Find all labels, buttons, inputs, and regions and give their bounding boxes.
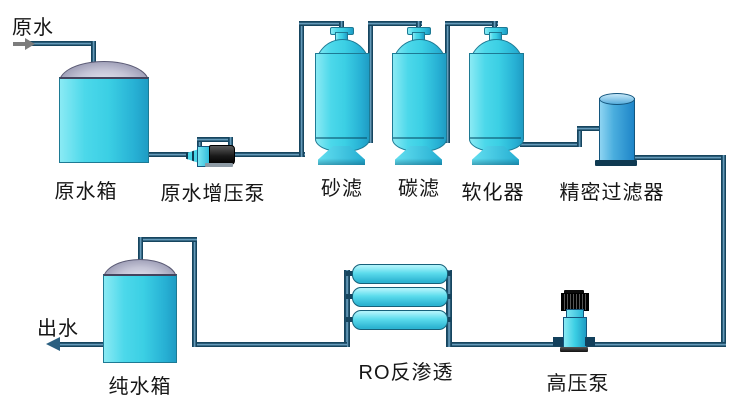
label-precision-filter: 精密过滤器 — [559, 182, 665, 204]
pipe-inlet-drop — [91, 41, 96, 69]
ro-stub-left-2 — [346, 294, 355, 299]
pipe-rawtank-outlet — [147, 152, 192, 157]
precision-filter-cap — [599, 93, 635, 105]
hp-pump-motor-cap — [564, 290, 584, 294]
vessel-seam — [316, 137, 367, 139]
pipe-outlet-line — [58, 342, 105, 347]
booster-pump — [186, 141, 235, 167]
pipe-riser-1 — [299, 21, 304, 157]
pipe-riser-2 — [368, 21, 373, 143]
pure-water-tank — [103, 259, 177, 363]
ro-membrane-1 — [352, 264, 448, 284]
booster-pump-snout — [186, 149, 199, 163]
label-softener: 软化器 — [461, 182, 525, 204]
vessel-shell — [315, 53, 370, 152]
vessel-seam — [470, 137, 521, 139]
high-pressure-pump — [553, 290, 595, 353]
pipe-right-downcomer — [721, 155, 726, 347]
pipe-cap-stub-2 — [416, 21, 421, 32]
pipe-riser-3 — [445, 21, 450, 143]
pipe-pump-discharge-up — [197, 137, 202, 151]
vessel-shell — [392, 53, 447, 152]
label-carbon-filter: 碳滤 — [398, 178, 440, 200]
precision-filter — [595, 93, 637, 166]
softener-vessel — [469, 27, 524, 166]
label-booster-pump: 原水增压泵 — [160, 183, 266, 205]
label-source: 原水 — [12, 17, 54, 39]
vessel-cone-base — [318, 146, 365, 165]
pipe-inlet-horizontal — [26, 41, 96, 46]
hp-pump-flange-left — [553, 337, 563, 346]
pipe-filter-inlet — [577, 126, 603, 131]
pipe-top-1 — [299, 21, 344, 26]
hp-pump-base — [560, 347, 588, 352]
pipe-run-to-riser — [228, 152, 305, 157]
pipe-product-top — [138, 237, 197, 242]
inlet-arrow-shaft — [13, 42, 26, 46]
label-outlet: 出水 — [37, 318, 79, 340]
carbon-filter-vessel — [392, 27, 447, 166]
pipe-cap-stub-1 — [339, 21, 344, 32]
pure-tank-body — [103, 274, 177, 363]
pipe-filter-outlet — [630, 155, 726, 160]
pipe-top-2 — [368, 21, 422, 26]
pipe-top-3 — [445, 21, 498, 26]
pipe-product-line — [194, 342, 347, 347]
booster-pump-motor — [209, 145, 235, 165]
ro-stub-left-1 — [346, 271, 355, 276]
booster-pump-base — [205, 163, 233, 167]
label-high-pressure-pump: 高压泵 — [546, 373, 610, 395]
vessel-shell — [469, 53, 524, 152]
raw-tank-body — [59, 77, 149, 163]
precision-filter-body — [599, 98, 635, 163]
pipe-softener-step — [577, 126, 582, 147]
raw-water-tank — [59, 61, 149, 163]
pipe-cap-stub-3 — [492, 21, 497, 32]
pipe-softener-outlet — [520, 142, 582, 147]
vessel-cone-base — [395, 146, 442, 165]
hp-pump-flange-right — [585, 337, 595, 346]
pipe-ro-left-riser — [344, 270, 350, 347]
ro-membrane-2 — [352, 287, 448, 307]
vessel-cone-base — [472, 146, 519, 165]
outlet-arrow-icon — [46, 337, 60, 351]
pipe-product-riser — [192, 237, 197, 347]
pipe-puretank-inlet — [138, 237, 143, 267]
label-sand-filter: 砂滤 — [321, 178, 363, 200]
ro-membrane-3 — [352, 310, 448, 330]
sand-filter-vessel — [315, 27, 370, 166]
label-raw-tank: 原水箱 — [54, 181, 118, 203]
vessel-seam — [393, 137, 444, 139]
label-ro-unit: RO反渗透 — [358, 362, 454, 384]
label-pure-tank: 纯水箱 — [108, 376, 172, 398]
pipe-pump-discharge-top — [197, 137, 233, 142]
ro-stub-left-3 — [346, 317, 355, 322]
inlet-arrow-icon — [25, 38, 35, 50]
hp-pump-body — [563, 317, 587, 350]
precision-filter-base — [595, 160, 637, 166]
pipe-ro-right-riser — [446, 270, 452, 347]
